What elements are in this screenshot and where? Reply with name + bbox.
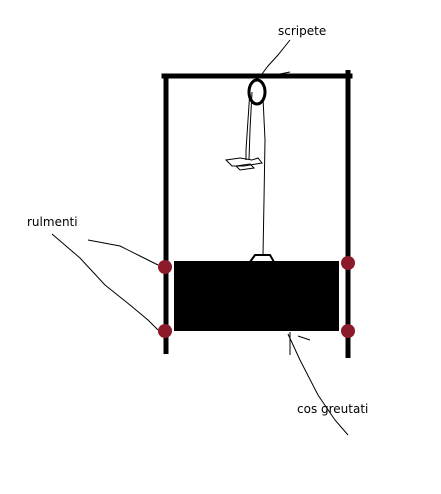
- bearing-top-right: [341, 256, 355, 270]
- leader-pulley: [261, 39, 291, 75]
- weight-box: [174, 261, 339, 331]
- pulley-label: scripete: [278, 24, 326, 38]
- bearing-bottom-left: [158, 324, 172, 338]
- leader-weight-box: [287, 333, 349, 436]
- bearing-bottom-right: [341, 324, 355, 338]
- bearings: [158, 256, 355, 338]
- box-hook: [249, 254, 275, 263]
- bearing-top-left: [158, 260, 172, 274]
- weight-box-label: cos greutati: [297, 402, 368, 416]
- hanging-rope: [224, 89, 263, 171]
- leader-bearings: [87, 239, 159, 266]
- leader-lines: [51, 39, 349, 436]
- bearings-label: rulmenti: [27, 215, 78, 229]
- rope: [262, 97, 266, 256]
- pulley: [247, 76, 267, 106]
